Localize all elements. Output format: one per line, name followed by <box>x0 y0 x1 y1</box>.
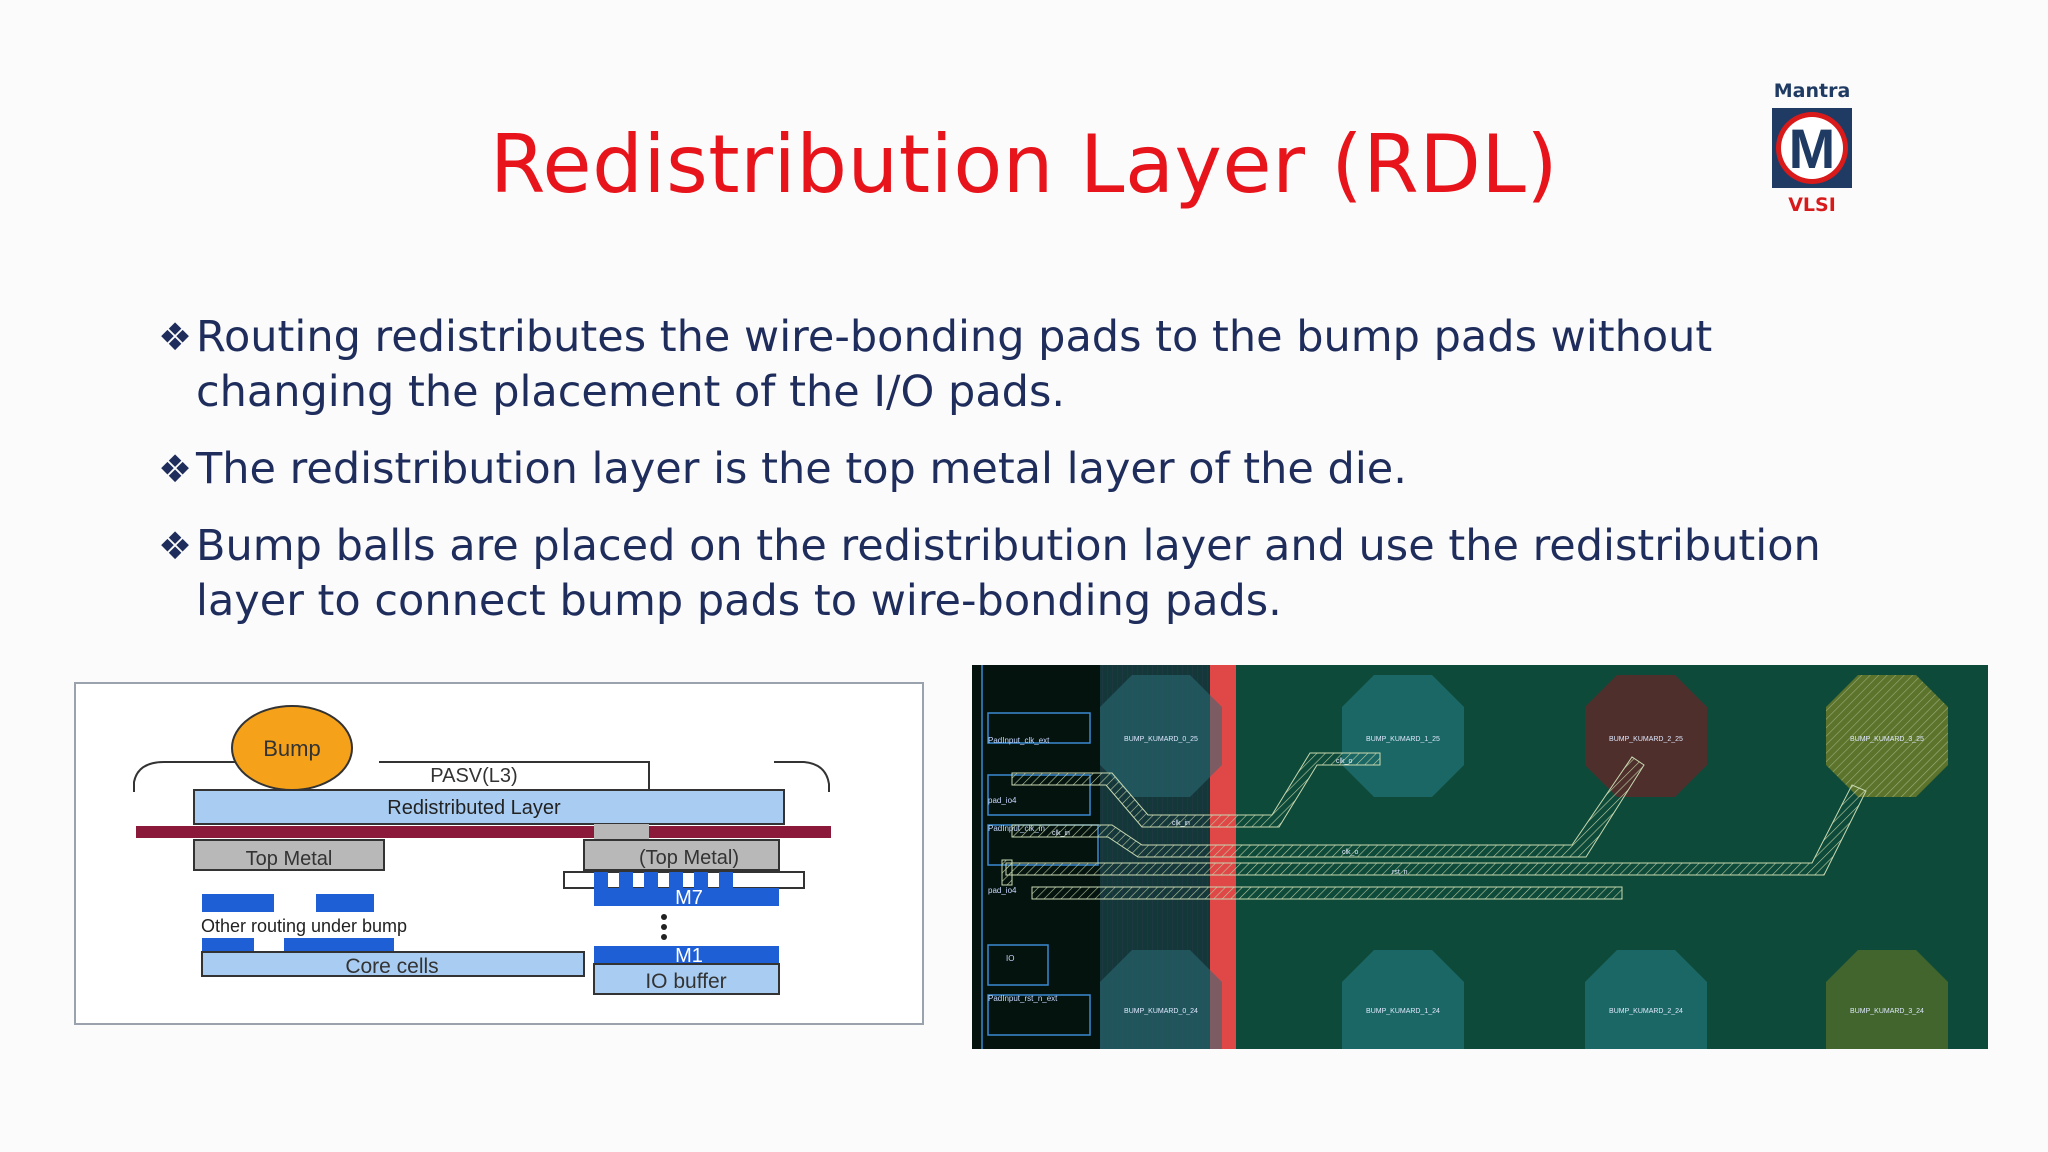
logo-bottom-text: VLSI <box>1788 194 1836 216</box>
bump-label: BUMP_KUMARD_0_24 <box>1124 1008 1198 1015</box>
bump-pad-octagon <box>1585 950 1707 1049</box>
diamond-bullet-icon: ❖ <box>158 524 193 568</box>
bump-pad-octagon <box>1100 675 1222 797</box>
rdl-cross-section-diagram: PASV(L3) Redistributed Layer Bump Top Me… <box>74 682 924 1025</box>
bullet-text: The redistribution layer is the top meta… <box>196 444 1407 494</box>
other-routing-label: Other routing under bump <box>201 916 407 936</box>
bullet-item: ❖ Routing redistributes the wire-bonding… <box>158 310 1918 420</box>
rdl-layer <box>193 789 785 825</box>
rdl-layout-view: PadInput_clk_ext pad_io4 PadInput_clk_in… <box>972 665 1988 1049</box>
core-cells-block <box>201 951 585 977</box>
bump-label: BUMP_KUMARD_2_24 <box>1609 1008 1683 1015</box>
pasv-label: PASV(L3) <box>430 765 517 787</box>
bullet-item: ❖ The redistribution layer is the top me… <box>158 442 1918 497</box>
bump-pad-octagon <box>1342 675 1464 797</box>
bump-pad-octagon <box>1585 675 1707 797</box>
rdl-label: Redistributed Layer <box>387 797 561 819</box>
pin-label: PadInput_rst_n_ext <box>988 994 1058 1003</box>
core-cells-label: Core cells <box>345 955 438 978</box>
passivation-bar <box>136 826 831 838</box>
net-label: clk_in <box>1172 820 1190 827</box>
bump-pad-octagon <box>1342 950 1464 1049</box>
bump-label: BUMP_KUMARD_1_24 <box>1366 1008 1440 1015</box>
net-label: clk_o <box>1342 849 1358 856</box>
top-metal-left <box>193 839 385 871</box>
mantra-vlsi-logo: Mantra M VLSI <box>1760 80 1864 216</box>
m7-label: M7 <box>675 887 703 909</box>
routing-block <box>284 938 394 952</box>
bullet-list: ❖ Routing redistributes the wire-bonding… <box>158 310 1918 651</box>
logo-top-text: Mantra <box>1773 80 1851 102</box>
pin-label: PadInput_clk_ext <box>988 736 1050 745</box>
bump-label: BUMP_KUMARD_0_25 <box>1124 736 1198 743</box>
top-metal-left-label: Top Metal <box>246 848 333 870</box>
bump-ball <box>231 705 353 791</box>
bump-label: BUMP_KUMARD_3_24 <box>1850 1008 1924 1015</box>
logo-m-icon: M <box>1772 108 1852 188</box>
pin-label: IO <box>1006 954 1014 963</box>
rdl-route <box>1001 752 1867 900</box>
net-label: clk_in <box>1052 830 1070 837</box>
io-buffer-label: IO buffer <box>645 970 726 993</box>
bump-pad-octagon <box>1100 950 1222 1049</box>
logo-letter: M <box>1789 117 1836 180</box>
bump-label: BUMP_KUMARD_2_25 <box>1609 736 1683 743</box>
top-metal-right-label: (Top Metal) <box>639 847 739 869</box>
routing-block <box>202 938 254 952</box>
io-buffer-block <box>593 963 780 995</box>
bullet-text: Bump balls are placed on the redistribut… <box>196 521 1821 626</box>
net-label: rst_n <box>1392 869 1408 876</box>
bullet-text: Routing redistributes the wire-bonding p… <box>196 312 1713 417</box>
bump-label: Bump <box>263 736 320 761</box>
diamond-bullet-icon: ❖ <box>158 315 193 359</box>
m1-layer <box>594 946 779 964</box>
pin-label: pad_io4 <box>988 886 1017 895</box>
bullet-item: ❖ Bump balls are placed on the redistrib… <box>158 519 1918 629</box>
bump-label: BUMP_KUMARD_3_25 <box>1850 736 1924 743</box>
bump-pad-octagon <box>1826 675 1948 797</box>
bump-label: BUMP_KUMARD_1_25 <box>1366 736 1440 743</box>
routing-block <box>202 894 274 912</box>
m1-label: M1 <box>675 945 703 967</box>
slide-title: Redistribution Layer (RDL) <box>489 118 1559 211</box>
bump-pad-octagon <box>1826 950 1948 1049</box>
top-metal-right <box>583 839 780 871</box>
routing-block <box>316 894 374 912</box>
net-label: clk_o <box>1336 758 1352 765</box>
m7-layer <box>594 888 779 906</box>
pin-label: pad_io4 <box>988 796 1017 805</box>
diamond-bullet-icon: ❖ <box>158 447 193 491</box>
